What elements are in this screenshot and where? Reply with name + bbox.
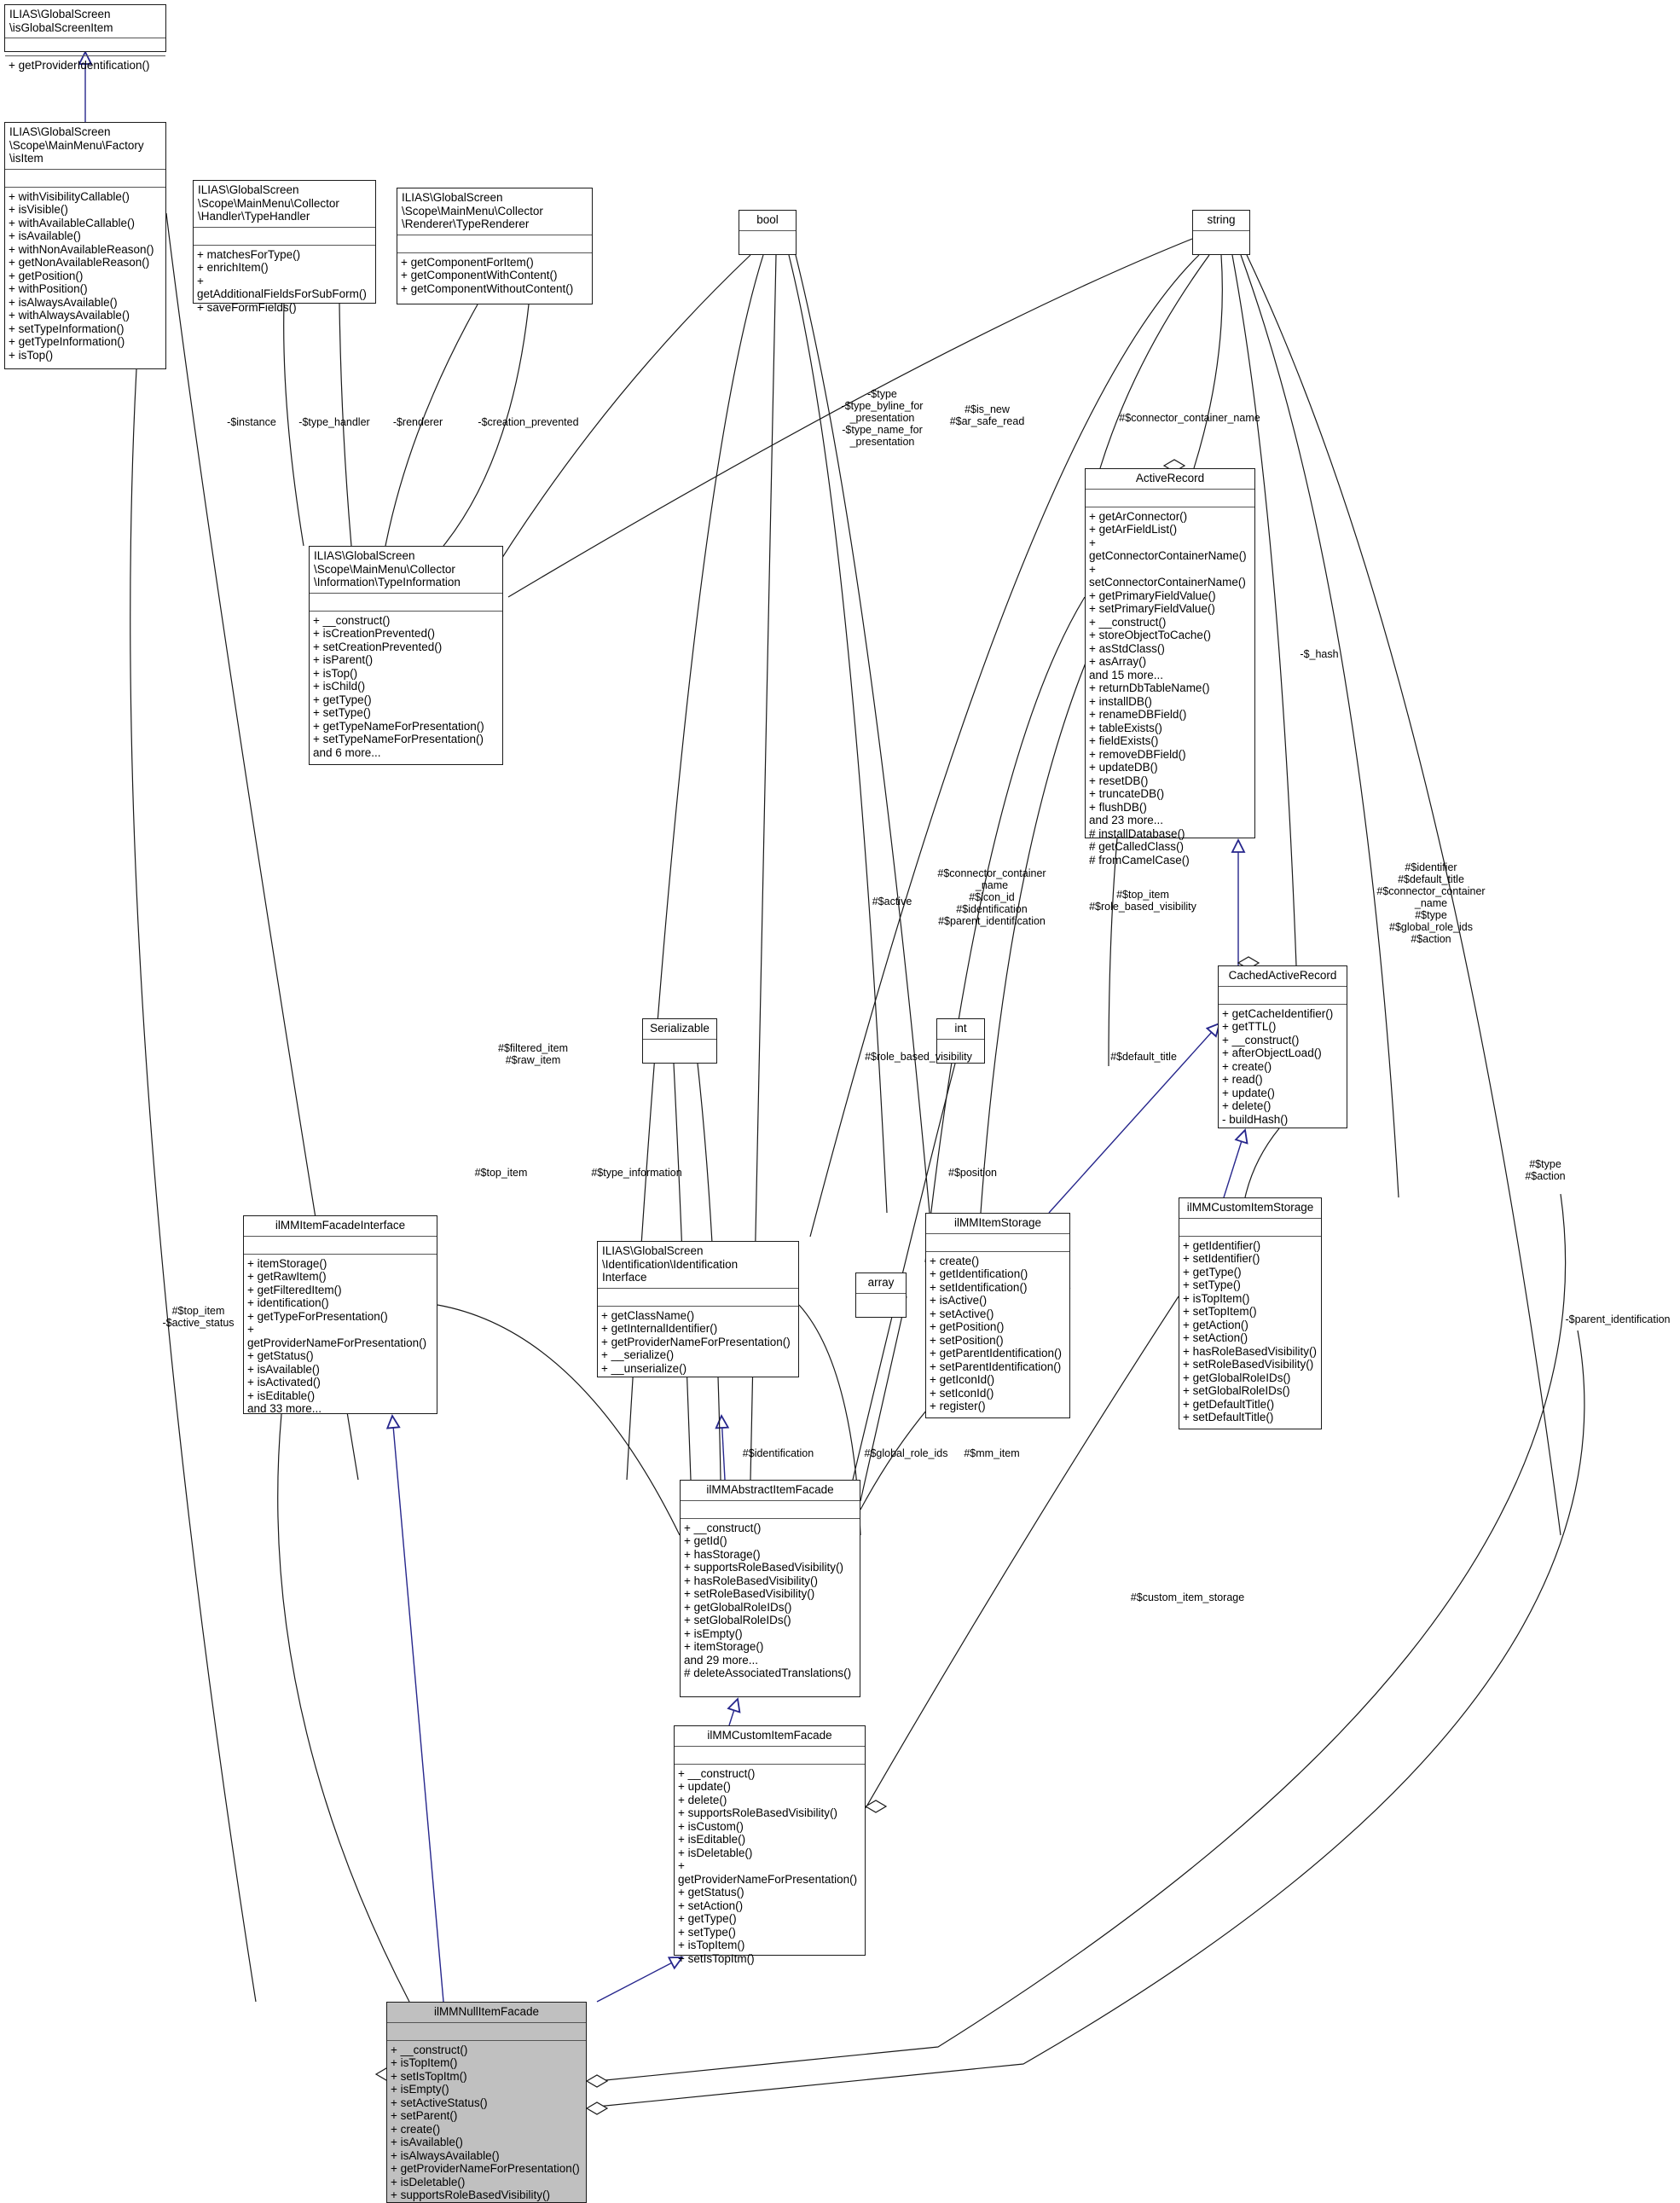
uml-attributes-compartment <box>387 2023 586 2041</box>
uml-class-typeRenderer[interactable]: ILIAS\GlobalScreen \Scope\MainMenu\Colle… <box>397 188 593 304</box>
uml-attributes-compartment <box>194 228 375 246</box>
uml-class-name: bool <box>739 211 796 231</box>
uml-class-itemFacadeInterface[interactable]: ilMMItemFacadeInterface + itemStorage() +… <box>243 1215 437 1415</box>
uml-class-itemStorage[interactable]: ilMMItemStorage + create() + getIdentific… <box>925 1213 1070 1418</box>
uml-class-isGlobalScreenItem[interactable]: ILIAS\GlobalScreen \isGlobalScreenItem + … <box>4 4 166 72</box>
uml-class-name: ilMMCustomItemFacade <box>675 1726 865 1747</box>
edge-label-is_new: #$is_new #$ar_safe_read <box>949 403 1025 427</box>
uml-attributes-compartment <box>681 1501 860 1519</box>
uml-class-typeInformation[interactable]: ILIAS\GlobalScreen \Scope\MainMenu\Colle… <box>309 546 503 765</box>
uml-class-name: ilMMItemStorage <box>926 1214 1069 1234</box>
edge-label-parent_identification_right: -$parent_identification <box>1565 1313 1671 1325</box>
uml-attributes-compartment <box>1193 231 1249 248</box>
uml-class-serializable[interactable]: Serializable <box>642 1018 717 1064</box>
uml-operations-compartment: + getComponentForItem() + getComponentWi… <box>401 255 574 295</box>
edge-label-type_group: -$type -$type_byline_for _presentation -… <box>841 388 924 448</box>
uml-class-customItemStorage[interactable]: ilMMCustomItemStorage + getIdentifier() +… <box>1179 1197 1322 1429</box>
uml-attributes-compartment <box>739 231 796 248</box>
uml-class-name: ILIAS\GlobalScreen \Scope\MainMenu\Colle… <box>194 181 375 228</box>
uml-class-name: int <box>937 1019 984 1040</box>
edge-label-global_role_ids: #$global_role_ids <box>864 1447 948 1459</box>
uml-class-array[interactable]: array <box>855 1273 907 1318</box>
uml-operations-compartment: + __construct() + isTopItem() + setIsTop… <box>391 2043 580 2202</box>
uml-attributes-compartment <box>397 235 592 253</box>
uml-attributes-compartment <box>856 1294 906 1311</box>
uml-class-name: Serializable <box>643 1019 716 1040</box>
uml-operations-compartment: + getIdentifier() + setIdentifier() + ge… <box>1183 1238 1317 1424</box>
edge-label-top_item_active_status: #$top_item -$active_status <box>162 1305 235 1329</box>
uml-operations-compartment: + withVisibilityCallable() + isVisible()… <box>9 189 154 362</box>
edge-label-type_handler: -$type_handler <box>298 416 370 428</box>
edge-label-connector_container_name_top: #$connector_container_name <box>1119 412 1260 424</box>
uml-class-typeHandler[interactable]: ILIAS\GlobalScreen \Scope\MainMenu\Colle… <box>193 180 376 314</box>
uml-attributes-compartment <box>598 1289 798 1307</box>
edge-label-active: #$active <box>872 896 912 907</box>
edge-label-renderer: -$renderer <box>392 416 443 428</box>
uml-operations-compartment: + getProviderIdentification() <box>9 59 150 72</box>
uml-operations-compartment: + __construct() + getId() + hasStorage()… <box>684 1521 852 1680</box>
uml-class-name: ILIAS\GlobalScreen \Scope\MainMenu\Colle… <box>310 547 502 594</box>
uml-operations-compartment: + getCacheIdentifier() + getTTL() + __co… <box>1222 1006 1334 1126</box>
uml-attributes-compartment <box>5 170 165 188</box>
uml-attributes-compartment <box>1086 490 1254 507</box>
uml-class-name: ILIAS\GlobalScreen \Scope\MainMenu\Facto… <box>5 123 165 170</box>
uml-operations-compartment: + getClassName() + getInternalIdentifier… <box>601 1308 791 1375</box>
uml-class-name: string <box>1193 211 1249 231</box>
uml-class-name: ILIAS\GlobalScreen \isGlobalScreenItem <box>5 5 165 38</box>
uml-attributes-compartment <box>643 1040 716 1057</box>
uml-attributes-compartment <box>1219 987 1347 1005</box>
uml-class-bool[interactable]: bool <box>739 210 797 255</box>
edge-label-type_information: #$type_information <box>591 1167 682 1179</box>
uml-attributes-compartment <box>5 38 165 56</box>
uml-class-activeRecord[interactable]: ActiveRecord + getArConnector() + getArFi… <box>1085 468 1255 867</box>
uml-operations-compartment: + itemStorage() + getRawItem() + getFilt… <box>247 1256 427 1416</box>
uml-class-identificationInterface[interactable]: ILIAS\GlobalScreen \Identification\Ident… <box>597 1241 799 1377</box>
edge-label-creation_prevented: -$creation_prevented <box>478 416 579 428</box>
uml-class-abstractItemFacade[interactable]: ilMMAbstractItemFacade + __construct() + … <box>680 1480 860 1697</box>
uml-operations-compartment: + __construct() + update() + delete() + … <box>678 1766 858 1965</box>
uml-class-name: array <box>856 1273 906 1294</box>
edge-label-filtered_raw_item: #$filtered_item #$raw_item <box>498 1042 568 1066</box>
uml-class-string[interactable]: string <box>1192 210 1250 255</box>
uml-attributes-compartment <box>675 1747 865 1765</box>
uml-class-customItemFacade[interactable]: ilMMCustomItemFacade + __construct() + up… <box>674 1725 866 1965</box>
edge-label-identifier_group: #$identifier #$default_title #$connector… <box>1376 861 1486 945</box>
edge-label-type_action_right: #$type #$action <box>1525 1158 1566 1182</box>
uml-class-name: ilMMNullItemFacade <box>387 2003 586 2023</box>
uml-attributes-compartment <box>244 1237 437 1255</box>
uml-operations-compartment: + __construct() + isCreationPrevented() … <box>313 613 484 759</box>
edge-label-default_title: #$default_title <box>1110 1051 1177 1063</box>
uml-attributes-compartment <box>1179 1219 1321 1237</box>
uml-attributes-compartment <box>926 1234 1069 1252</box>
uml-operations-compartment: + create() + getIdentification() + setId… <box>930 1254 1062 1413</box>
uml-class-cachedActiveRecord[interactable]: CachedActiveRecord + getCacheIdentifier()… <box>1218 965 1347 1128</box>
uml-class-name: ilMMAbstractItemFacade <box>681 1481 860 1501</box>
uml-class-name: ilMMItemFacadeInterface <box>244 1216 437 1237</box>
uml-class-name: CachedActiveRecord <box>1219 966 1347 987</box>
edge-label-connector_container_group: #$connector_container _name #$icon_id #$… <box>937 867 1046 927</box>
edge-label-instance: -$instance <box>227 416 276 428</box>
edge-label-top_item_left: #$top_item <box>474 1167 528 1179</box>
edge-label-role_based_visibility_mid: #$role_based_visibility <box>865 1051 972 1063</box>
uml-class-name: ILIAS\GlobalScreen \Scope\MainMenu\Colle… <box>397 188 592 235</box>
uml-operations-compartment: + getArConnector() + getArFieldList() + … <box>1089 509 1247 867</box>
edge-label-identification_mid: #$identification <box>742 1447 814 1459</box>
edge-label-hash: -$_hash <box>1300 648 1339 660</box>
uml-attributes-compartment <box>310 594 502 612</box>
edge-label-top_item_role_based: #$top_item #$role_based_visibility <box>1089 889 1196 913</box>
uml-class-name: ILIAS\GlobalScreen \Identification\Ident… <box>598 1242 798 1289</box>
uml-class-name: ActiveRecord <box>1086 469 1254 490</box>
uml-class-name: ilMMCustomItemStorage <box>1179 1198 1321 1219</box>
uml-class-isItem[interactable]: ILIAS\GlobalScreen \Scope\MainMenu\Facto… <box>4 122 166 369</box>
edge-label-position: #$position <box>948 1167 997 1179</box>
uml-class-int[interactable]: int <box>936 1018 985 1064</box>
uml-operations-compartment: + matchesForType() + enrichItem() + getA… <box>197 247 367 314</box>
uml-class-nullItemFacade[interactable]: ilMMNullItemFacade + __construct() + isTo… <box>386 2002 587 2203</box>
edge-label-mm_item: #$mm_item <box>964 1447 1020 1459</box>
edge-label-custom_item_storage: #$custom_item_storage <box>1130 1591 1245 1603</box>
